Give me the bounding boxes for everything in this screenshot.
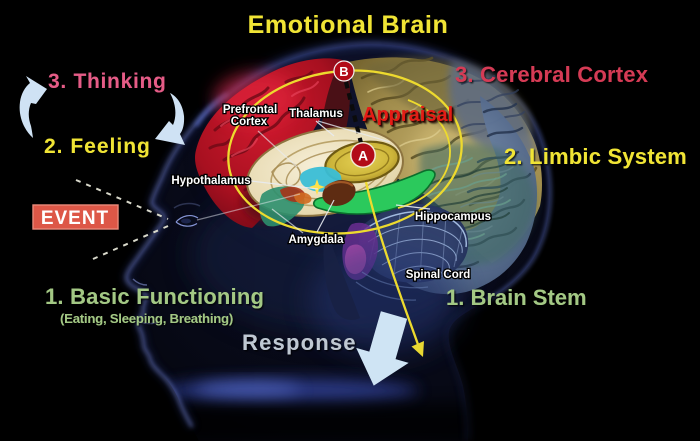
svg-text:2. Limbic System: 2. Limbic System (504, 144, 687, 169)
svg-text:Emotional Brain: Emotional Brain (248, 11, 449, 39)
svg-text:EVENT: EVENT (41, 208, 109, 229)
svg-text:3. Cerebral Cortex: 3. Cerebral Cortex (455, 62, 649, 87)
svg-text:3. Thinking: 3. Thinking (48, 70, 167, 93)
svg-text:Thalamus: Thalamus (289, 108, 343, 120)
svg-text:Spinal Cord: Spinal Cord (406, 269, 471, 281)
svg-text:Hypothalamus: Hypothalamus (171, 175, 250, 187)
svg-text:Response: Response (242, 330, 357, 355)
svg-text:Appraisal: Appraisal (362, 104, 453, 126)
svg-text:2. Feeling: 2. Feeling (44, 135, 151, 158)
svg-text:A: A (358, 148, 368, 164)
svg-text:Appraisal: Appraisal (364, 106, 455, 128)
svg-text:1. Brain Stem: 1. Brain Stem (446, 285, 587, 310)
svg-text:Amygdala: Amygdala (289, 234, 345, 246)
svg-text:1. Basic Functioning: 1. Basic Functioning (45, 284, 264, 309)
svg-text:Prefrontal: Prefrontal (223, 104, 277, 116)
svg-text:Cortex: Cortex (231, 116, 268, 128)
svg-text:Hippocampus: Hippocampus (415, 211, 491, 223)
svg-text:B: B (339, 64, 348, 79)
svg-text:(Eating, Sleeping, Breathing): (Eating, Sleeping, Breathing) (60, 311, 233, 326)
